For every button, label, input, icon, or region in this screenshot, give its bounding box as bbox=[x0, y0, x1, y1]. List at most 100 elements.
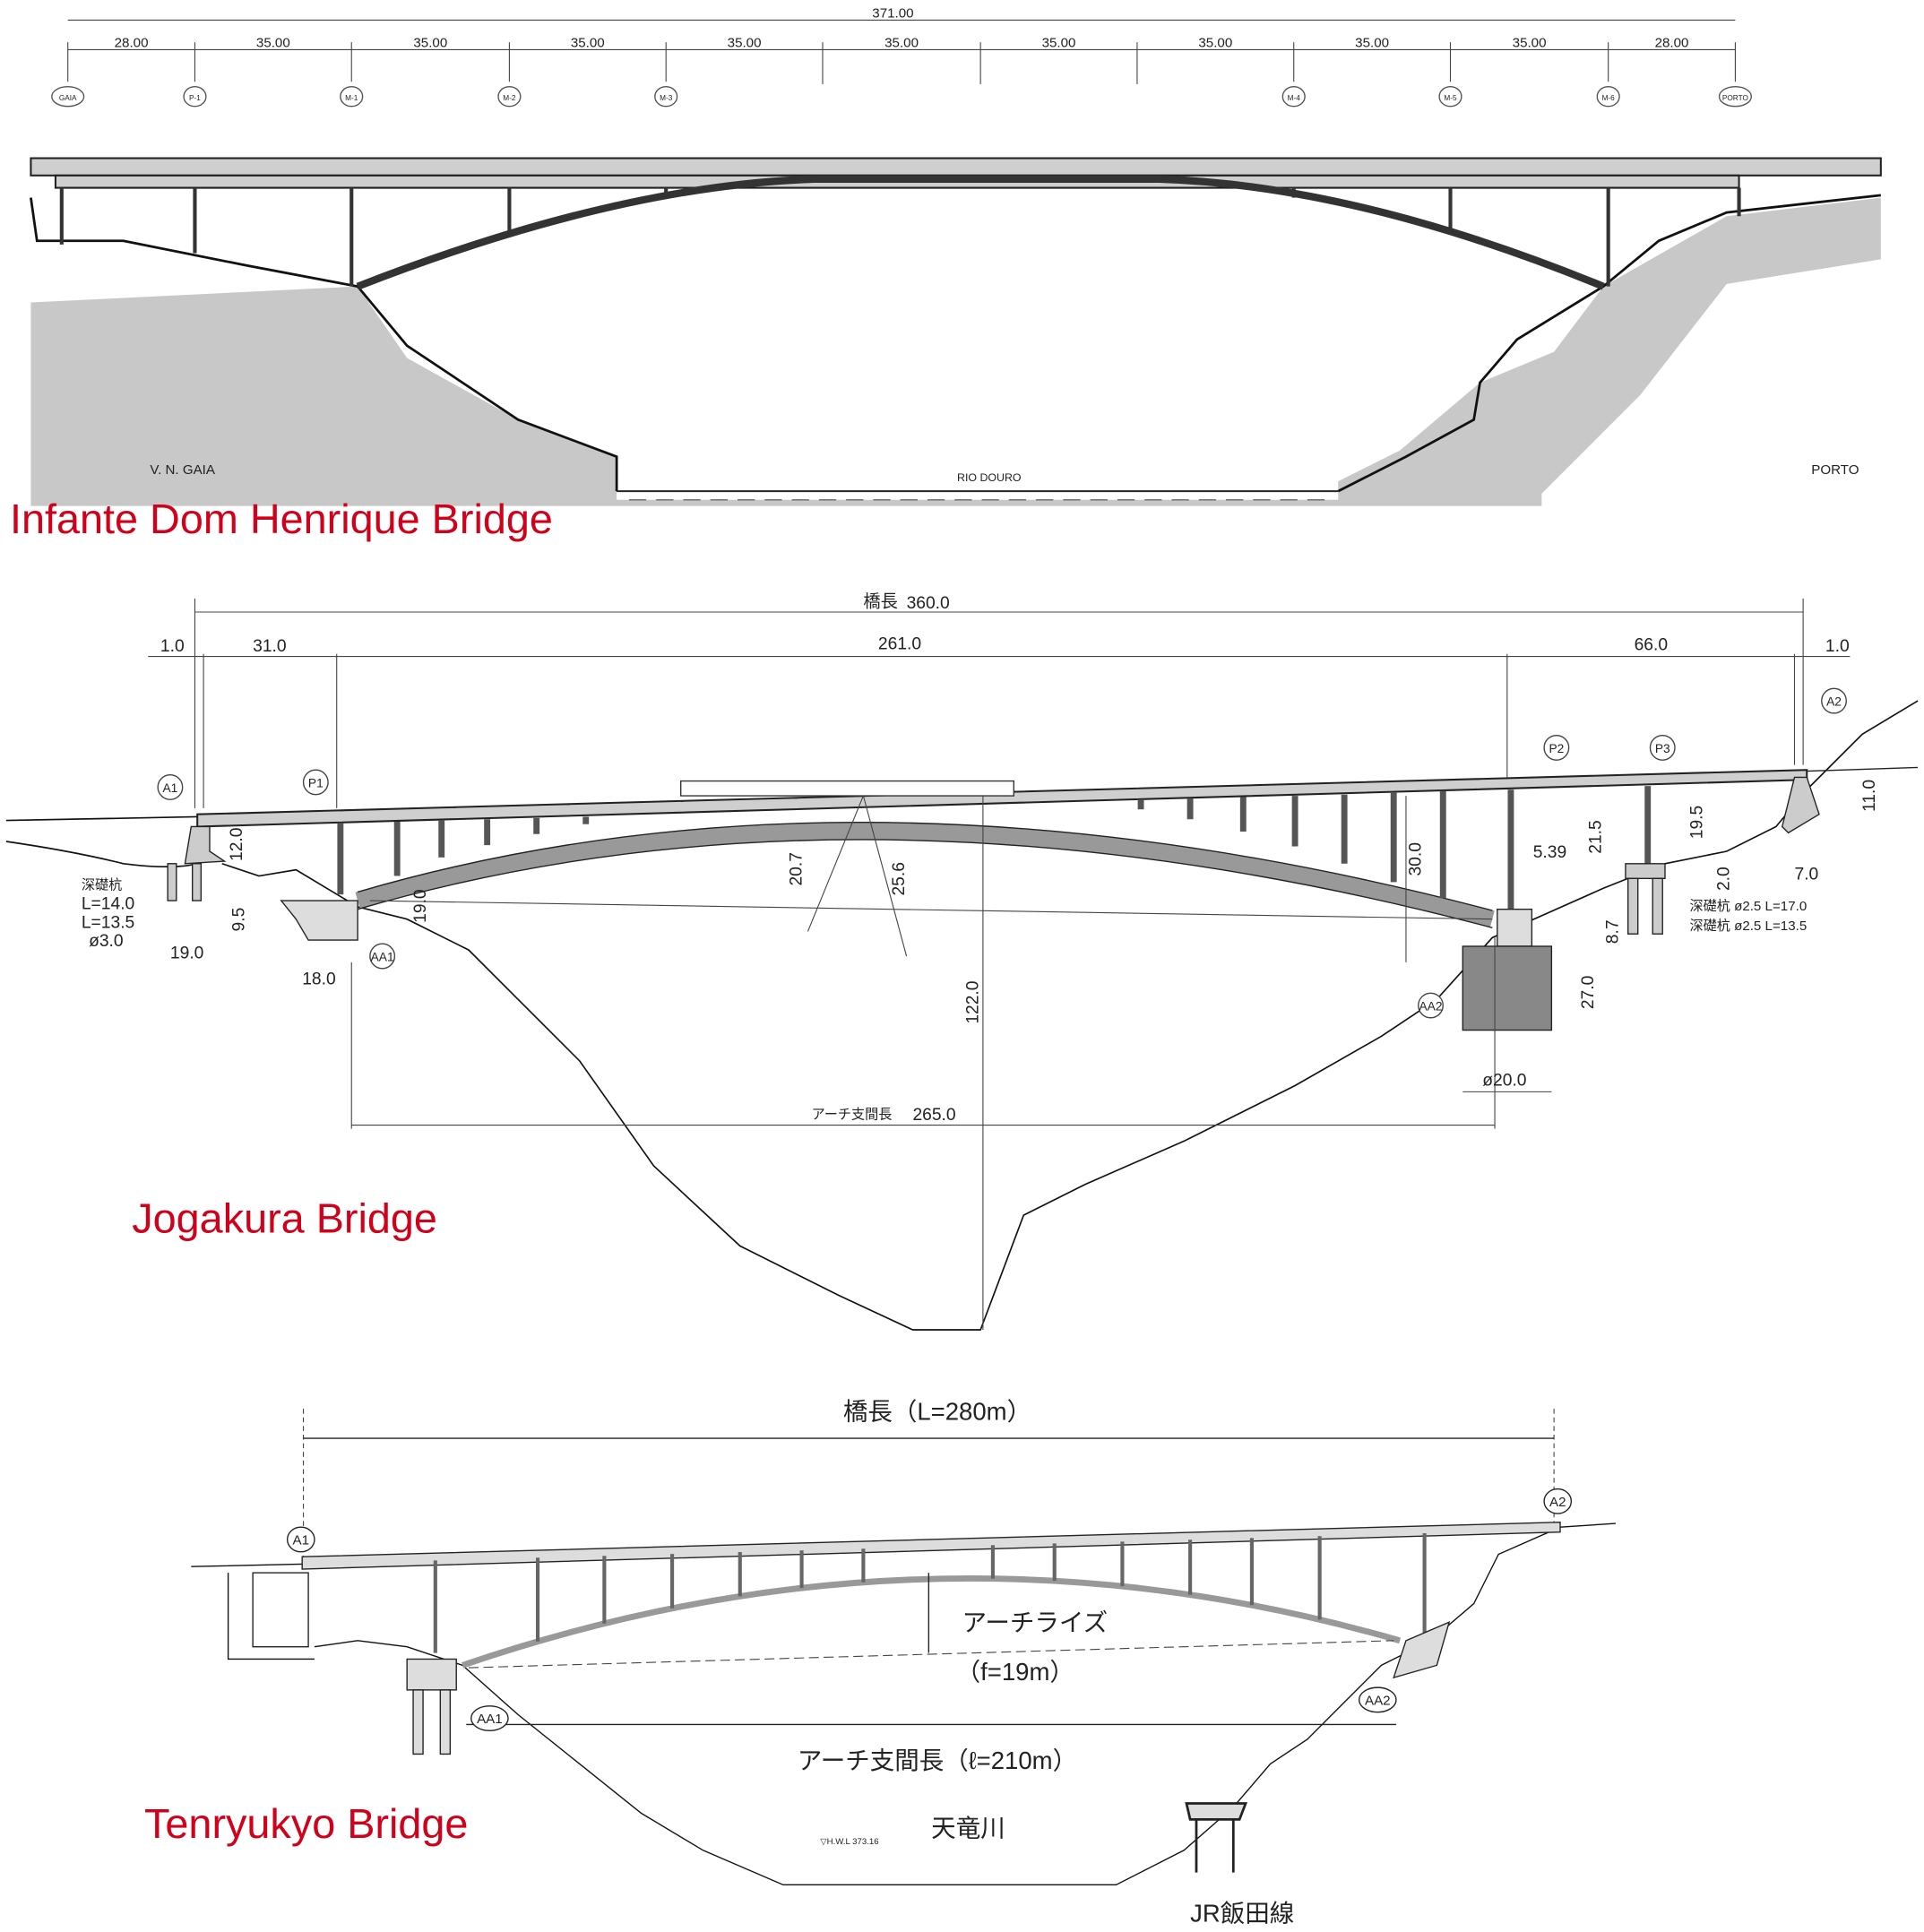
support-marker bbox=[497, 86, 522, 108]
support-marker bbox=[369, 943, 396, 970]
dim-right-span: 66.0 bbox=[1635, 636, 1668, 655]
dim-crown-1: 20.7 bbox=[788, 852, 807, 885]
dim-aa1-rise: 19.0 bbox=[411, 889, 430, 922]
dim-right-end: 1.0 bbox=[1825, 637, 1850, 656]
tenryukyo-bridge-title: Tenryukyo Bridge bbox=[144, 1800, 468, 1847]
bridge-length-label: 橋長（L=280m） bbox=[843, 1397, 1031, 1425]
support-label: M-1 bbox=[345, 94, 358, 102]
arch-span-label: アーチ支間長 bbox=[812, 1108, 893, 1123]
support-marker bbox=[654, 86, 678, 108]
pile-left-2: L=13.5 bbox=[82, 913, 134, 932]
dim-p2-height: 30.0 bbox=[1406, 842, 1425, 875]
span-length-label: 28.00 bbox=[115, 36, 149, 51]
dim-aa2-caisson: 27.0 bbox=[1579, 976, 1598, 1009]
a1-abutment bbox=[252, 1572, 309, 1648]
span-length-label: 35.00 bbox=[1198, 36, 1232, 51]
aa1-foundation bbox=[280, 900, 358, 941]
support-label: M-6 bbox=[1602, 94, 1616, 102]
terrain-profile bbox=[5, 700, 1919, 1331]
span-length-label: 35.00 bbox=[1355, 36, 1389, 51]
support-marker bbox=[1358, 1686, 1397, 1713]
aa2-foundation bbox=[1393, 1620, 1451, 1679]
dim-aa2-top: 8.7 bbox=[1604, 919, 1623, 944]
infante-bridge-drawing: 371.00 28.00 35.00 35.00 35.00 35.00 35.00 35.… bbox=[30, 6, 1882, 506]
aa2-caisson bbox=[1462, 945, 1553, 1031]
left-bank-label: V. N. GAIA bbox=[150, 462, 215, 478]
dim-a1-height: 12.0 bbox=[228, 828, 246, 861]
span-length-label: 35.00 bbox=[884, 36, 919, 51]
support-marker bbox=[183, 86, 207, 108]
support-label: AA1 bbox=[371, 950, 394, 963]
dim-aa2-diameter: ø20.0 bbox=[1482, 1071, 1526, 1090]
support-marker bbox=[51, 86, 85, 108]
deck bbox=[30, 157, 1882, 177]
support-marker bbox=[340, 86, 364, 108]
a1-abutment bbox=[184, 825, 227, 865]
infante-bridge-title: Infante Dom Henrique Bridge bbox=[10, 496, 553, 542]
arch bbox=[355, 822, 1495, 928]
arch bbox=[461, 1575, 1402, 1669]
dim-a2-width: 7.0 bbox=[1794, 866, 1818, 884]
support-label: AA2 bbox=[1419, 1000, 1442, 1013]
water-level-label: ▽H.W.L 373.16 bbox=[820, 1837, 878, 1847]
dim-aa1-width: 18.0 bbox=[302, 970, 335, 989]
arch-span-label: アーチ支間長（ℓ=210m） bbox=[798, 1747, 1077, 1774]
support-marker bbox=[1281, 86, 1306, 108]
terrain bbox=[30, 197, 1881, 506]
support-marker bbox=[286, 1526, 315, 1553]
bridge-length: 360.0 bbox=[907, 594, 950, 613]
dim-a2-height: 11.0 bbox=[1860, 780, 1879, 812]
support-marker bbox=[157, 773, 184, 800]
support-marker bbox=[1418, 992, 1444, 1019]
arch-span: 265.0 bbox=[912, 1106, 955, 1125]
support-label: PORTO bbox=[1722, 94, 1749, 102]
support-marker bbox=[1649, 734, 1676, 761]
support-label: GAIA bbox=[59, 94, 77, 102]
dim-crown-2: 25.6 bbox=[890, 862, 909, 895]
river-label: 天竜川 bbox=[931, 1815, 1005, 1842]
support-label: P-1 bbox=[189, 94, 201, 102]
support-label: AA2 bbox=[1365, 1693, 1391, 1708]
dim-aa1-height: 9.5 bbox=[230, 908, 249, 932]
support-label: A2 bbox=[1549, 1495, 1566, 1510]
total-span-label: 371.00 bbox=[872, 6, 913, 22]
span-length-label: 28.00 bbox=[1655, 36, 1689, 51]
support-marker bbox=[1718, 86, 1753, 108]
dim-p3-footing: 2.0 bbox=[1715, 867, 1734, 891]
aa2-pedestal bbox=[1497, 909, 1533, 947]
support-marker bbox=[302, 769, 329, 796]
support-label: A1 bbox=[163, 781, 178, 795]
support-label: M-4 bbox=[1288, 94, 1301, 102]
dim-total-height: 122.0 bbox=[963, 980, 982, 1023]
support-marker bbox=[1596, 86, 1620, 108]
support-marker bbox=[1821, 687, 1847, 714]
support-marker bbox=[1543, 1488, 1573, 1514]
span-length-label: 35.00 bbox=[256, 36, 290, 51]
arch-rise-label: アーチライズ bbox=[962, 1609, 1109, 1636]
arch bbox=[356, 175, 1605, 290]
support-label: P1 bbox=[308, 776, 324, 789]
dim-aa2-offset: 5.39 bbox=[1533, 843, 1566, 862]
support-label: AA1 bbox=[477, 1712, 503, 1727]
right-bank-profile bbox=[1337, 194, 1881, 493]
support-marker bbox=[470, 1705, 509, 1731]
terrain-profile bbox=[191, 1522, 1616, 1886]
support-marker bbox=[1543, 734, 1570, 761]
jogakura-bridge-title: Jogakura Bridge bbox=[132, 1195, 437, 1241]
support-label: A1 bbox=[293, 1532, 310, 1548]
pile-left-1: L=14.0 bbox=[82, 895, 134, 914]
aa1-foundation bbox=[406, 1658, 457, 1691]
pile-right-0: 深礎杭 ø2.5 L=17.0 bbox=[1690, 899, 1808, 914]
bridge-length-label: 橋長 bbox=[863, 592, 898, 612]
support-label: P2 bbox=[1549, 742, 1564, 755]
span-length-label: 35.00 bbox=[1042, 36, 1076, 51]
span-length-label: 35.00 bbox=[571, 36, 605, 51]
support-label: M-3 bbox=[660, 94, 673, 102]
deck bbox=[196, 769, 1808, 828]
deck-railing bbox=[680, 780, 1014, 797]
railway-structure bbox=[1185, 1802, 1248, 1873]
railway-label: JR飯田線 bbox=[1190, 1900, 1294, 1928]
arch-rise-value: （f=19m） bbox=[956, 1658, 1074, 1686]
